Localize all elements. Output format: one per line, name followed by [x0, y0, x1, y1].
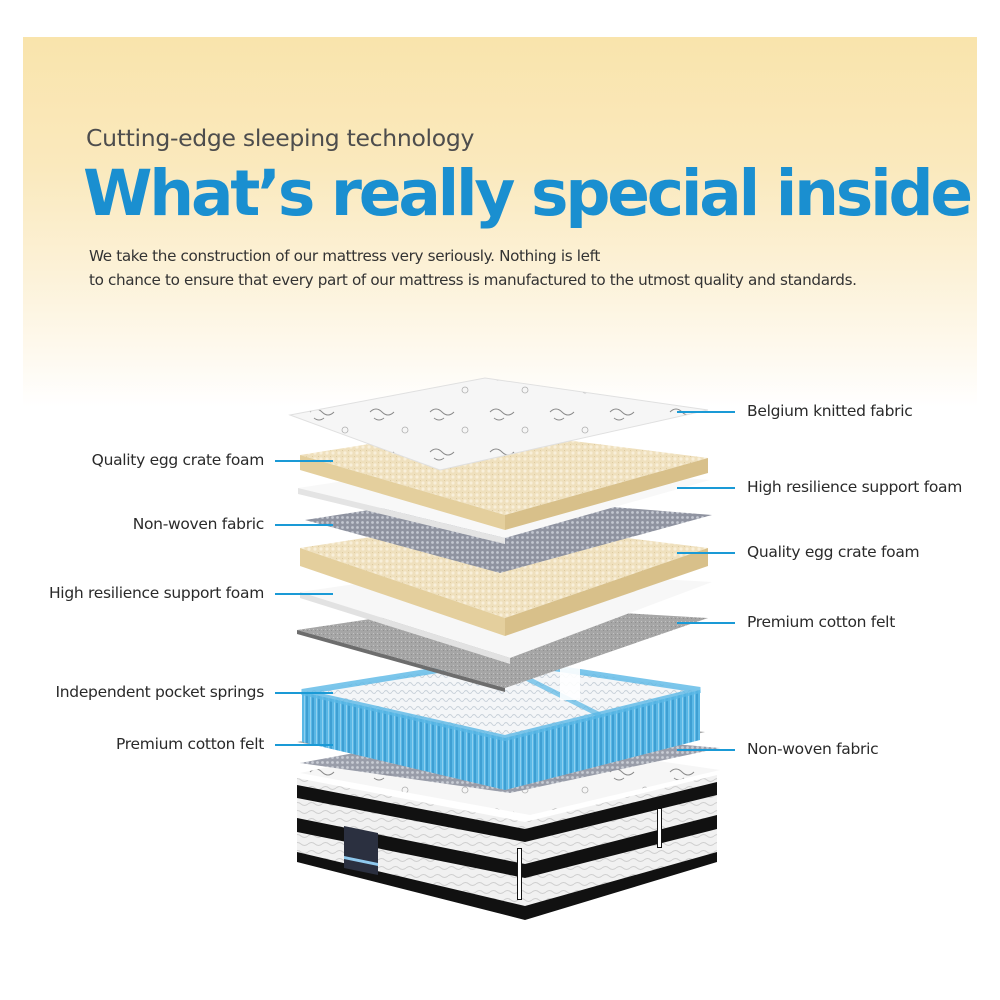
layer-knitted-fabric-top [288, 377, 709, 471]
leader-line [677, 622, 735, 624]
leader-line [677, 487, 735, 489]
label-belgium-knitted-fabric: Belgium knitted fabric [747, 402, 913, 420]
leader-line [275, 692, 333, 694]
layer-pocket-springs [301, 656, 701, 790]
intro-line-2: to chance to ensure that every part of o… [89, 271, 857, 289]
intro-paragraph: We take the construction of our mattress… [89, 244, 857, 292]
label-premium-cotton-felt-left: Premium cotton felt [116, 735, 264, 753]
header-background-panel [23, 37, 977, 407]
leader-line [275, 744, 333, 746]
subtitle: Cutting-edge sleeping technology [86, 124, 475, 152]
leader-line [677, 749, 735, 751]
label-independent-pocket-springs: Independent pocket springs [55, 683, 264, 701]
intro-line-1: We take the construction of our mattress… [89, 247, 600, 265]
label-non-woven-fabric-right: Non-woven fabric [747, 740, 879, 758]
label-hr-support-foam-right: High resilience support foam [747, 478, 963, 496]
leader-line [677, 552, 735, 554]
label-premium-cotton-felt-right: Premium cotton felt [747, 613, 895, 631]
leader-line [275, 460, 333, 462]
label-hr-support-foam-left: High resilience support foam [48, 584, 264, 602]
label-quality-egg-crate-foam-left: Quality egg crate foam [91, 451, 265, 469]
label-quality-egg-crate-foam-right: Quality egg crate foam [747, 543, 920, 561]
label-non-woven-fabric-left: Non-woven fabric [132, 515, 265, 533]
leader-line [677, 411, 735, 413]
leader-line [275, 524, 333, 526]
headline: What’s really special inside [83, 157, 973, 230]
leader-line [275, 593, 333, 595]
